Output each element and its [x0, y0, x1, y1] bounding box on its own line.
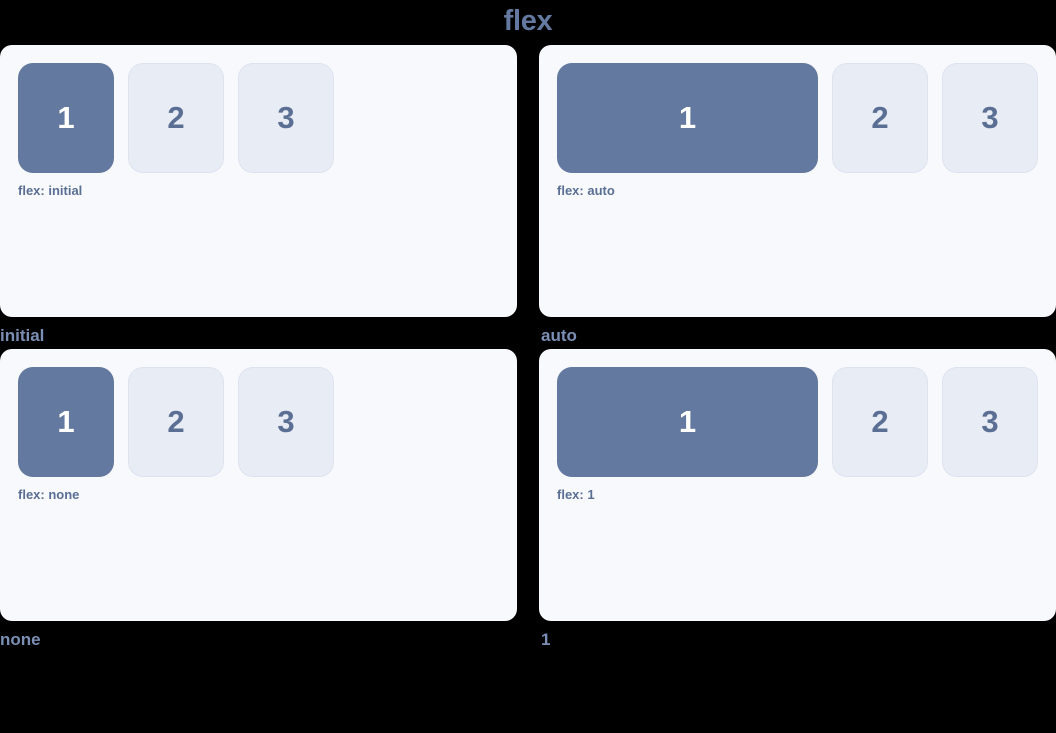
- demo-cell-initial: 1 2 3 flex: initial initial: [0, 45, 517, 349]
- demo-caption-none: none: [0, 630, 41, 649]
- demo-cell-none: 1 2 3 flex: none none: [0, 349, 517, 653]
- demo-caption-initial: initial: [0, 326, 45, 345]
- flex-item-1: 1: [18, 367, 114, 477]
- flex-item-3: 3: [942, 367, 1038, 477]
- flex-item-3: 3: [942, 63, 1038, 173]
- demo-caption-one: 1: [541, 630, 551, 649]
- flex-item-3: 3: [238, 367, 334, 477]
- flex-item-3: 3: [238, 63, 334, 173]
- flex-container-none: 1 2 3: [0, 367, 517, 477]
- panel-label-auto: flex: auto: [557, 183, 615, 198]
- flex-item-2: 2: [128, 367, 224, 477]
- panel-label-initial: flex: initial: [18, 183, 83, 198]
- flex-container-one: 1 2 3: [539, 367, 1056, 477]
- demo-panel-none: 1 2 3 flex: none: [0, 349, 517, 621]
- demo-panel-one: 1 2 3 flex: 1: [539, 349, 1056, 621]
- demo-grid: 1 2 3 flex: initial initial 1 2 3 flex: …: [0, 45, 1056, 653]
- flex-item-1: 1: [18, 63, 114, 173]
- demo-panel-auto: 1 2 3 flex: auto: [539, 45, 1056, 317]
- flex-item-1: 1: [557, 63, 818, 173]
- page-title: flex: [503, 5, 553, 37]
- flex-item-1: 1: [557, 367, 818, 477]
- flex-item-2: 2: [832, 367, 928, 477]
- flex-container-auto: 1 2 3: [539, 63, 1056, 173]
- demo-cell-auto: 1 2 3 flex: auto auto: [539, 45, 1056, 349]
- demo-caption-auto: auto: [541, 326, 577, 345]
- flex-container-initial: 1 2 3: [0, 63, 517, 173]
- demo-cell-one: 1 2 3 flex: 1 1: [539, 349, 1056, 653]
- panel-label-one: flex: 1: [557, 487, 595, 502]
- demo-panel-initial: 1 2 3 flex: initial: [0, 45, 517, 317]
- flex-item-2: 2: [128, 63, 224, 173]
- panel-label-none: flex: none: [18, 487, 80, 502]
- flex-item-2: 2: [832, 63, 928, 173]
